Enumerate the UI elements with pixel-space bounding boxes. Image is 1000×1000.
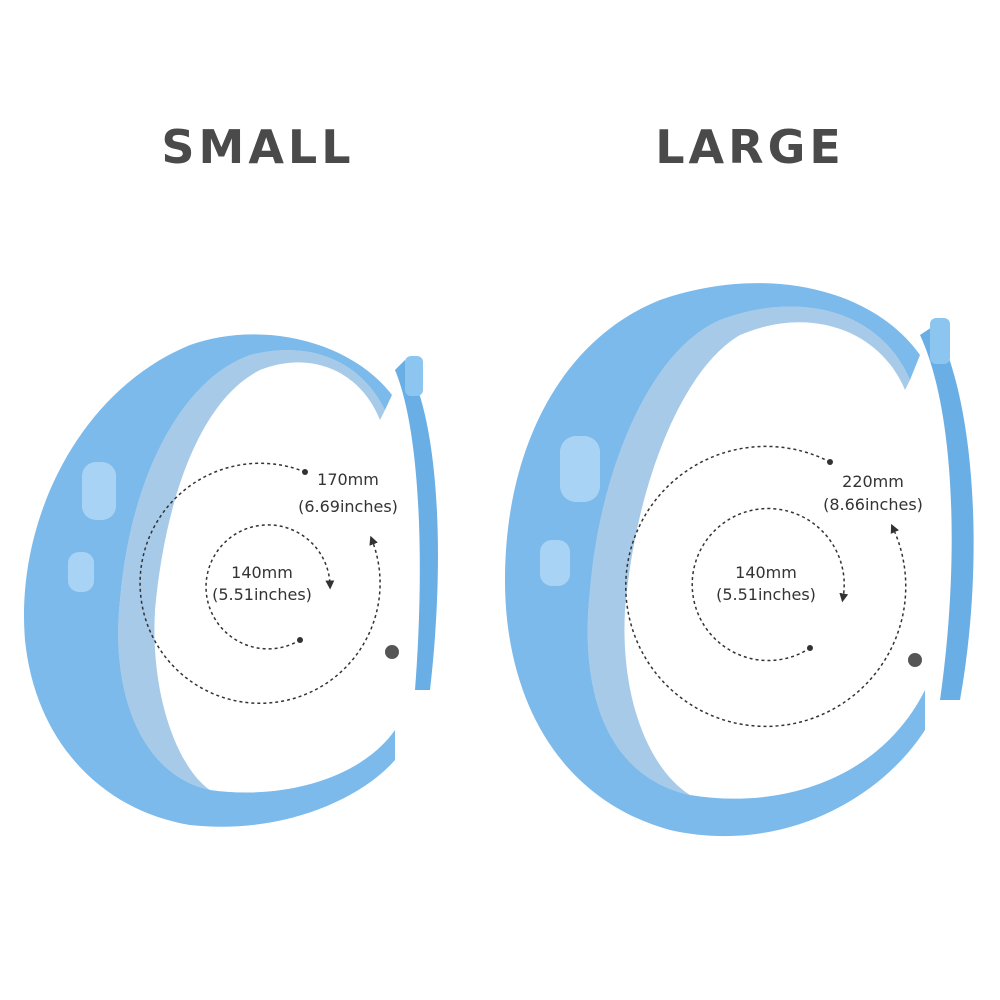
large-band-button-top bbox=[560, 436, 600, 502]
small-band-button-top bbox=[82, 462, 116, 520]
large-inner-inches: (5.51inches) bbox=[716, 585, 816, 604]
small-band-strap bbox=[395, 360, 438, 690]
title-small: SMALL bbox=[161, 120, 355, 174]
small-band-body bbox=[23, 334, 396, 827]
large-outer-inches: (8.66inches) bbox=[823, 495, 923, 514]
title-large: LARGE bbox=[655, 120, 845, 174]
large-inner-circle bbox=[691, 507, 849, 662]
small-band-stud bbox=[385, 645, 399, 659]
large-band-clasp bbox=[930, 318, 950, 364]
large-band-button-bottom bbox=[540, 540, 570, 586]
large-outer-circle bbox=[625, 445, 907, 728]
large-band-body bbox=[505, 283, 925, 837]
large-inner-size: 140mm bbox=[735, 563, 797, 582]
small-inner-inches: (5.51inches) bbox=[212, 585, 312, 604]
large-band-inner bbox=[587, 306, 910, 795]
small-band-button-bottom bbox=[68, 552, 94, 592]
small-band-inner bbox=[118, 350, 385, 790]
small-outer-size: 170mm bbox=[317, 470, 379, 489]
small-inner-circle bbox=[205, 524, 335, 650]
large-band bbox=[505, 283, 974, 837]
small-band bbox=[23, 334, 438, 827]
small-outer-inches: (6.69inches) bbox=[298, 497, 398, 516]
small-outer-circle bbox=[139, 462, 381, 704]
small-inner-size: 140mm bbox=[231, 563, 293, 582]
large-band-stud bbox=[908, 653, 922, 667]
large-outer-size: 220mm bbox=[842, 472, 904, 491]
small-band-clasp bbox=[405, 356, 423, 396]
large-band-strap bbox=[920, 325, 974, 700]
